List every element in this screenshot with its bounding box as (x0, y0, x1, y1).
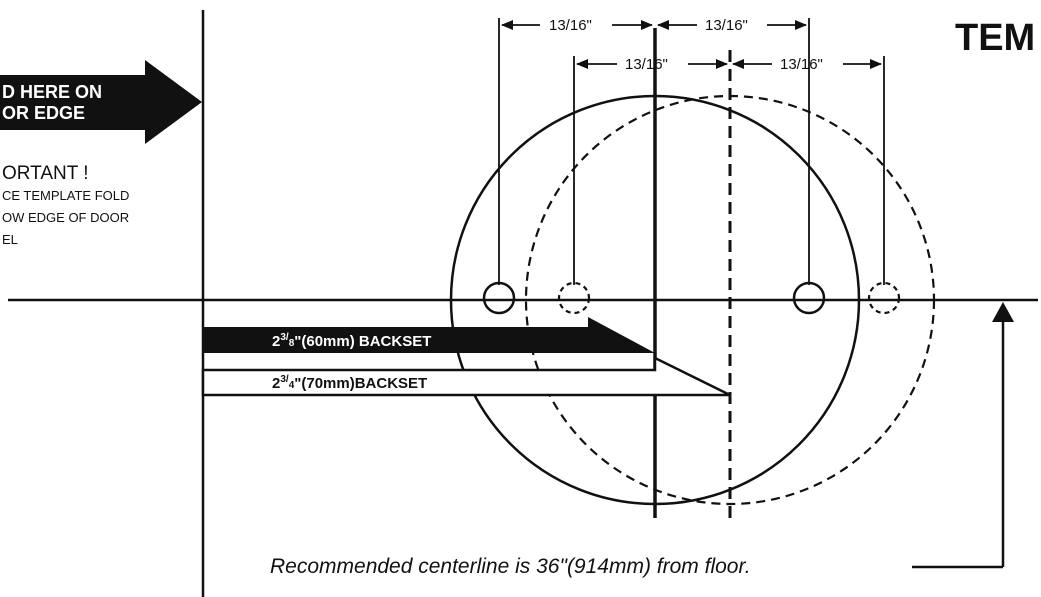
fold-here-arrow (0, 60, 202, 144)
backset-60mm-arrow (203, 317, 655, 353)
backset-60mm-label: 23/8"(60mm) BACKSET (272, 332, 431, 350)
important-line3: EL (2, 232, 18, 247)
fold-arrow-line1: D HERE ON (2, 82, 102, 102)
template-title: TEM (955, 17, 1035, 59)
dim-lower-left-label: 13/16" (625, 56, 668, 73)
dim-top-left-label: 13/16" (549, 17, 592, 34)
centerline-leader-arrowhead (992, 302, 1014, 322)
backset-70mm-label: 23/4"(70mm)BACKSET (272, 374, 427, 392)
dim-top-right-label: 13/16" (705, 17, 748, 34)
important-line2: OW EDGE OF DOOR (2, 210, 129, 225)
bolt-hole-left-70mm (557, 281, 591, 315)
bolt-hole-right-70mm (867, 281, 901, 315)
backset-70mm-arrow (201, 355, 731, 397)
important-line1: CE TEMPLATE FOLD (2, 188, 129, 203)
bolt-hole-left-60mm (482, 281, 516, 315)
centerline-note: Recommended centerline is 36"(914mm) fro… (270, 555, 751, 578)
fold-arrow-line2: OR EDGE (2, 103, 85, 123)
dim-lower-right-label: 13/16" (780, 56, 823, 73)
bolt-hole-right-60mm (792, 281, 826, 315)
important-heading: ORTANT ! (2, 163, 89, 184)
